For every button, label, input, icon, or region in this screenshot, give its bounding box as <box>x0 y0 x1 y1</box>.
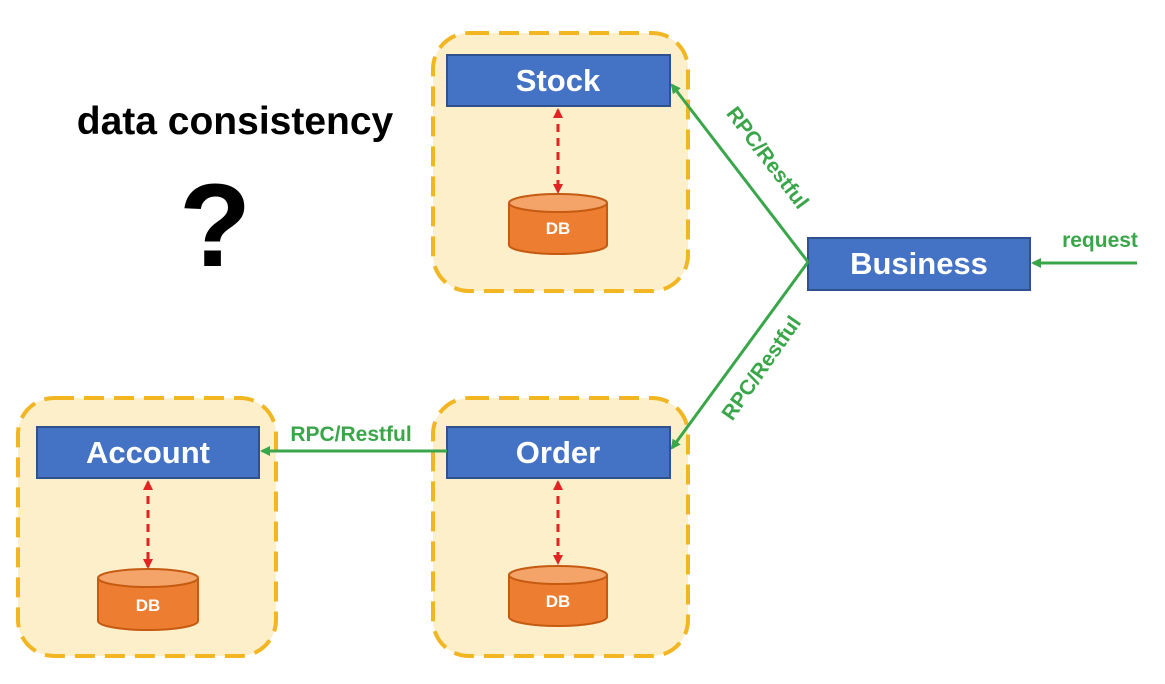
account-service: Account <box>36 426 260 479</box>
heading-title: data consistency <box>77 100 394 143</box>
order-service-label: Order <box>516 435 600 470</box>
order-service: Order <box>446 426 671 479</box>
account-db-label: DB <box>136 596 161 615</box>
question-mark: ? <box>179 160 251 292</box>
business-service: Business <box>807 237 1031 291</box>
order-to-account-label: RPC/Restful <box>290 423 411 446</box>
stock-service-label: Stock <box>516 63 601 98</box>
request-label: request <box>1062 229 1138 252</box>
business-to-stock-arrow <box>670 83 810 263</box>
order-db: DB <box>508 565 608 627</box>
business-to-stock-label: RPC/Restful <box>721 103 812 214</box>
account-db: DB <box>97 568 199 631</box>
account-service-label: Account <box>86 435 210 470</box>
business-to-order-arrow <box>670 261 810 450</box>
stock-db: DB <box>508 193 608 255</box>
order-db-label: DB <box>546 592 571 611</box>
stock-db-label: DB <box>546 219 571 238</box>
business-service-label: Business <box>850 246 988 281</box>
stock-service: Stock <box>446 54 671 107</box>
